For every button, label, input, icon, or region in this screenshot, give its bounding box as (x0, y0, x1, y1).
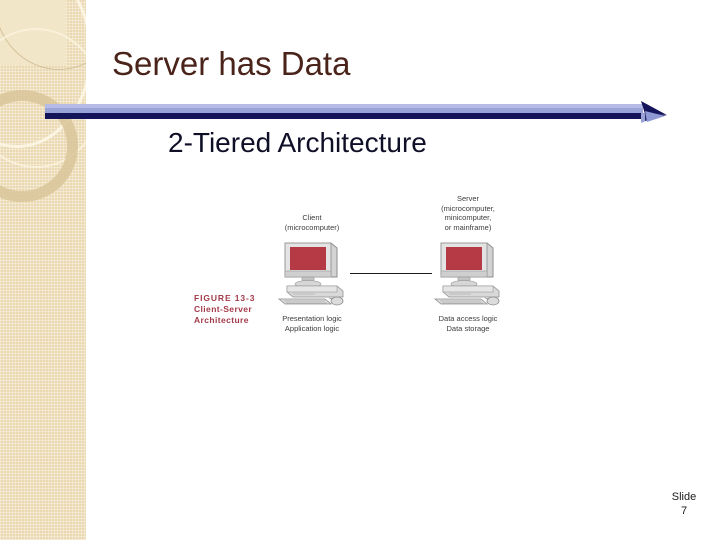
server-top-label-line3: minicomputer, (444, 213, 492, 222)
title-divider-arrow (45, 101, 675, 123)
client-computer-icon (275, 241, 349, 309)
figure-caption-line2: Client-Server (194, 304, 253, 314)
server-computer-icon (431, 241, 505, 309)
divider-arrow-icon (45, 101, 667, 123)
figure-caption-head: FIGURE 13-3 (194, 293, 256, 303)
desktop-computer-icon (277, 242, 344, 306)
client-server-diagram: FIGURE 13-3 Client-Server Architecture C… (190, 193, 540, 343)
slide-subtitle: 2-Tiered Architecture (168, 127, 427, 158)
slide-title: Server has Data (112, 45, 351, 82)
client-top-label-line2: (microcomputer) (284, 222, 340, 232)
client-bottom-label-line1: Presentation logic (282, 314, 342, 323)
figure-caption-line3: Architecture (194, 315, 249, 325)
slide-number: Slide 7 (654, 490, 714, 518)
slide-number-label: Slide (671, 491, 697, 503)
sidebar-ring-decoration (0, 90, 78, 202)
server-top-label: Server (microcomputer, minicomputer, or … (408, 194, 528, 232)
desktop-computer-icon (433, 242, 500, 306)
decorative-sidebar (0, 0, 86, 540)
server-top-label-line4: or mainframe) (444, 222, 492, 232)
slide-number-value: 7 (680, 505, 688, 517)
client-bottom-label-line2: Application logic (284, 323, 340, 333)
client-bottom-label: Presentation logic Application logic (252, 314, 372, 333)
client-top-label-line1: Client (302, 213, 322, 222)
figure-caption: FIGURE 13-3 Client-Server Architecture (194, 293, 290, 326)
server-bottom-label-line2: Data storage (446, 323, 490, 333)
server-top-label-line2: (microcomputer, (441, 203, 495, 213)
server-bottom-label: Data access logic Data storage (408, 314, 528, 333)
server-bottom-label-line1: Data access logic (438, 314, 498, 323)
network-connector-line (350, 273, 432, 274)
client-top-label: Client (microcomputer) (252, 213, 372, 232)
server-top-label-line1: Server (456, 194, 480, 203)
